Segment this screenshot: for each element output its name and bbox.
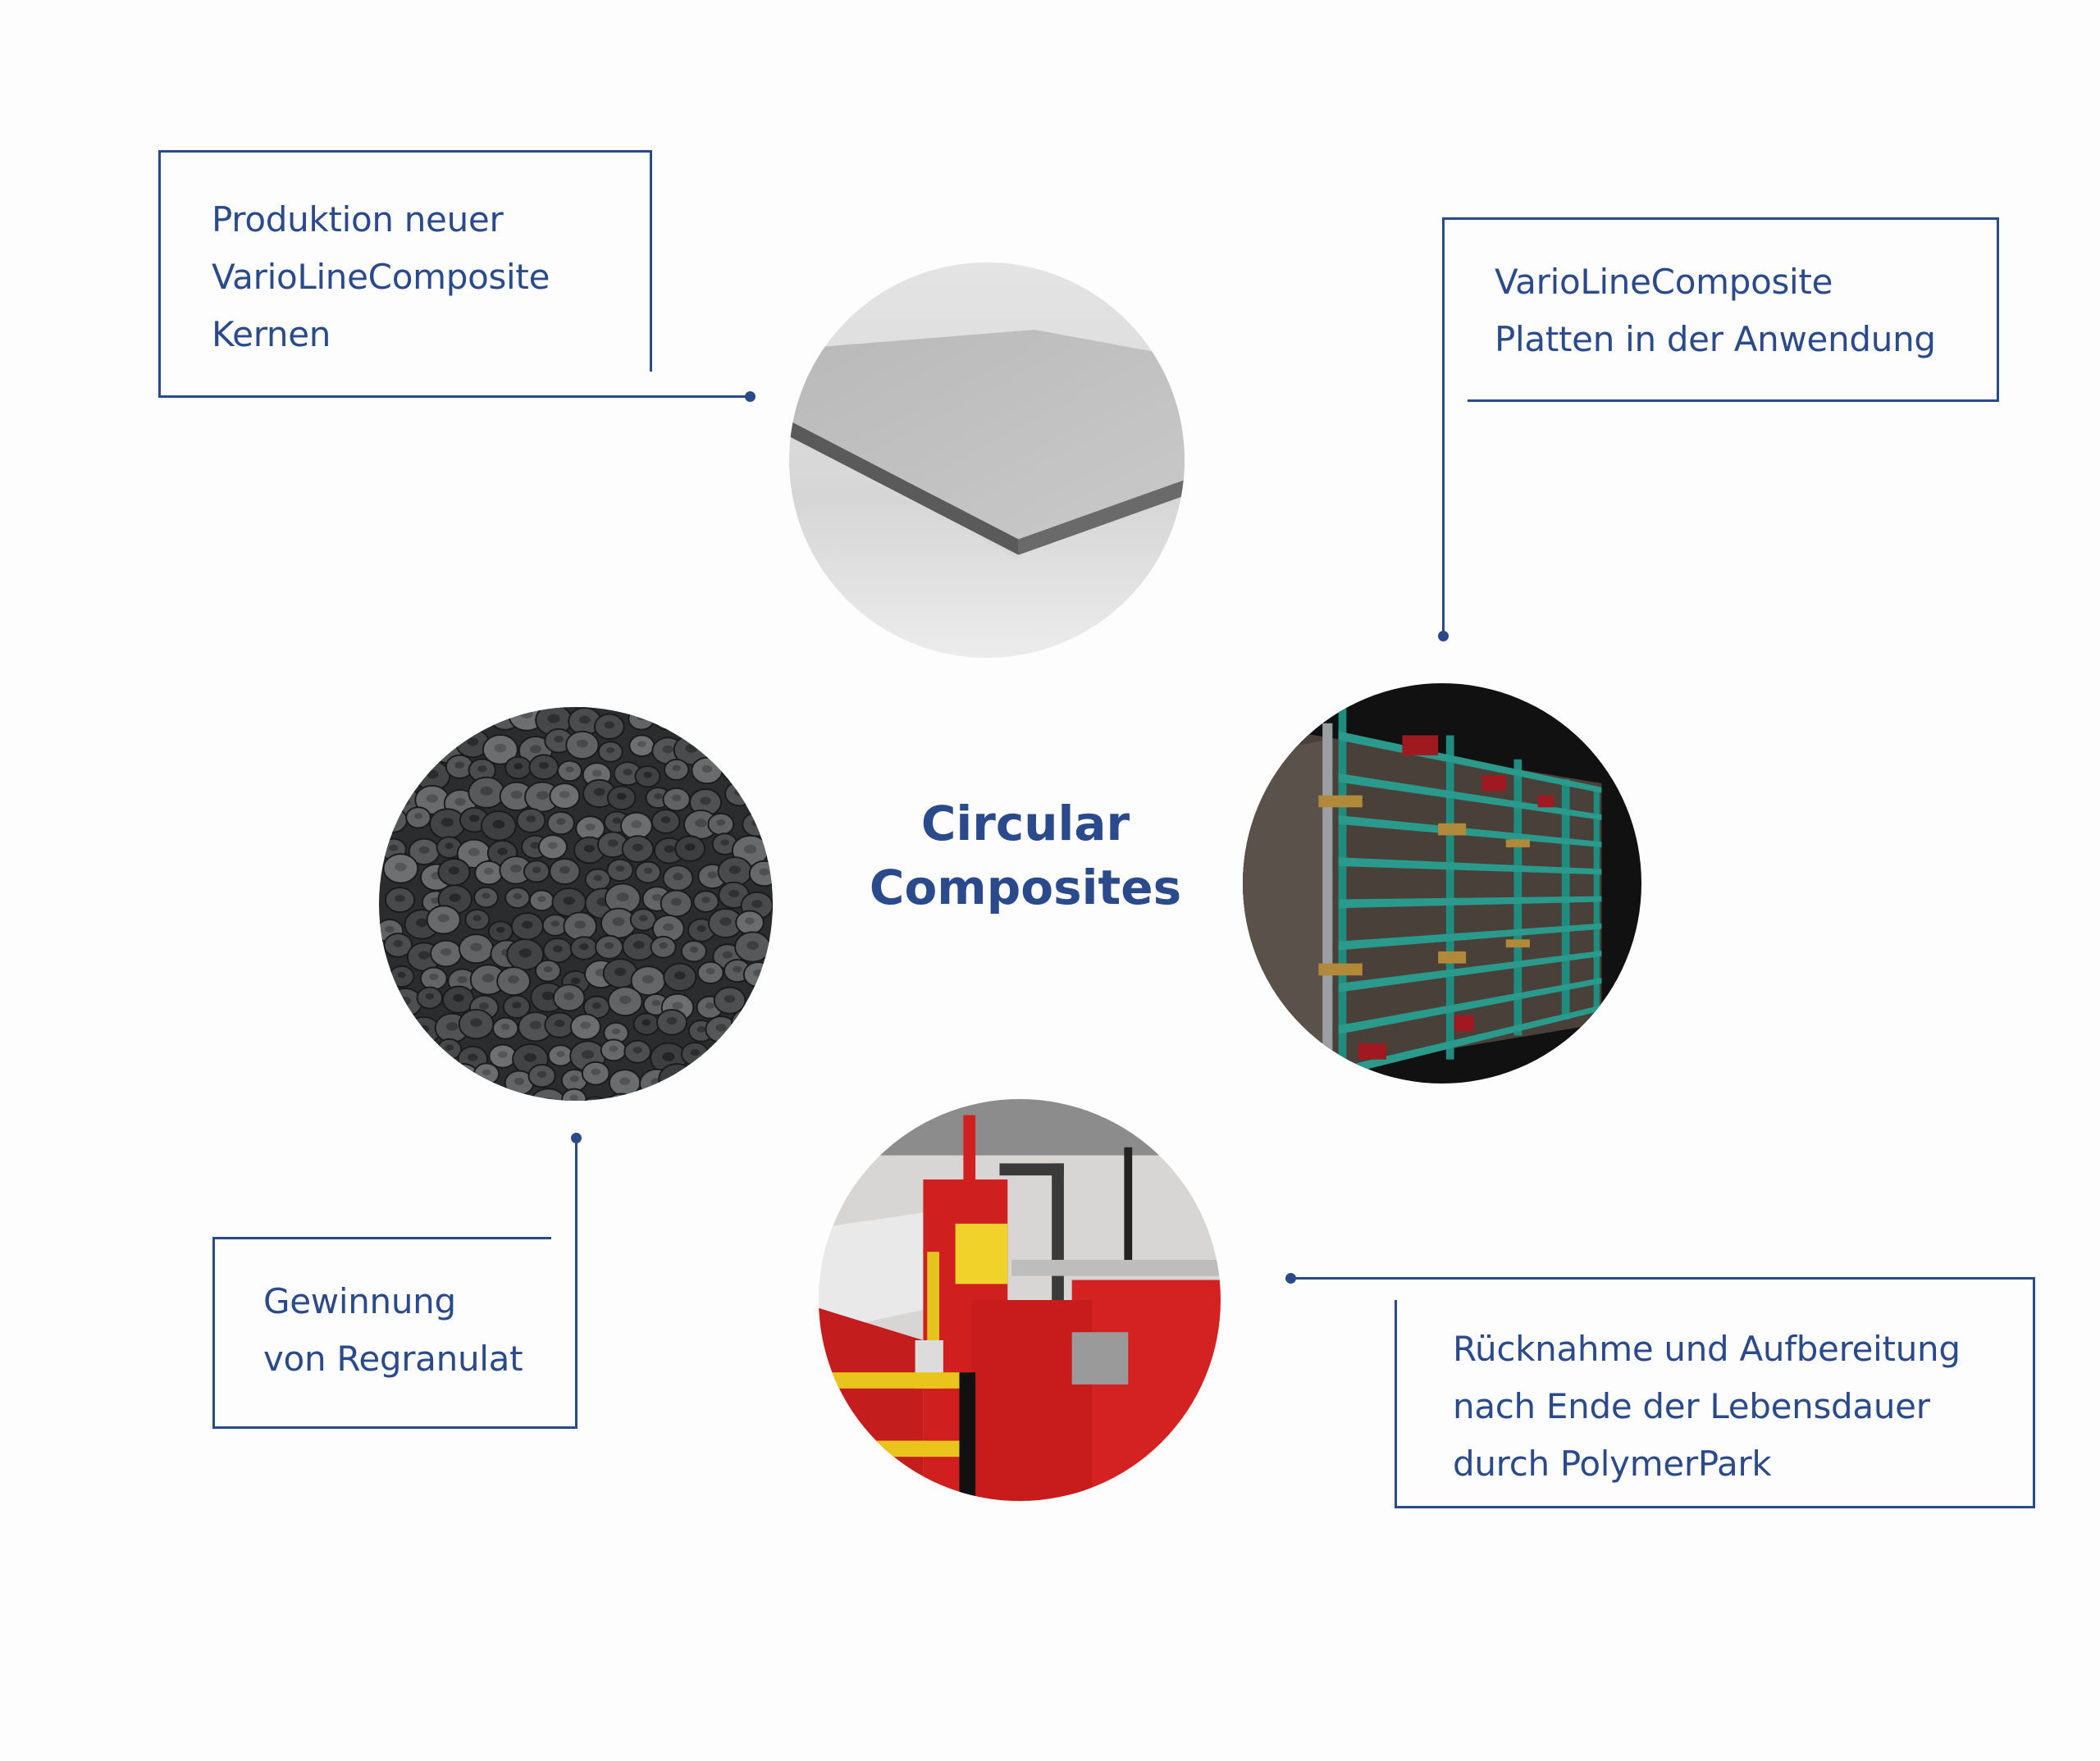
application-label-line: Platten in der Anwendung — [1495, 319, 1936, 359]
production-label: Produktion neuer VarioLineComposite Kern… — [212, 191, 550, 363]
diagram-title: Circular Composites — [820, 792, 1230, 919]
production-label-line: Kernen — [212, 314, 331, 354]
application-label-line: VarioLineComposite — [1495, 262, 1833, 302]
regranulate-label: Gewinnung von Regranulat — [263, 1273, 523, 1388]
application-connector-dot — [1438, 631, 1449, 641]
plastic-granulate-photo — [379, 707, 773, 1101]
formwork-panels-photo — [1243, 683, 1641, 1084]
production-label-line: VarioLineComposite — [212, 257, 550, 297]
title-line-2: Composites — [869, 860, 1182, 915]
takeback-label-line: durch PolymerPark — [1453, 1444, 1772, 1484]
application-label: VarioLineComposite Platten in der Anwend… — [1495, 253, 1936, 368]
takeback-label: Rücknahme und Aufbereitung nach Ende der… — [1453, 1321, 1961, 1493]
takeback-label-line: Rücknahme und Aufbereitung — [1453, 1329, 1961, 1369]
takeback-label-line: nach Ende der Lebensdauer — [1453, 1386, 1930, 1426]
production-label-line: Produktion neuer — [212, 199, 504, 240]
regranulate-label-line: von Regranulat — [263, 1339, 523, 1379]
production-connector-dot — [745, 391, 756, 402]
composite-panel-photo — [789, 262, 1185, 658]
regranulate-label-line: Gewinnung — [263, 1281, 456, 1321]
recycling-machine-photo — [819, 1099, 1221, 1501]
takeback-connector-dot — [1285, 1273, 1296, 1284]
title-line-1: Circular — [920, 796, 1130, 851]
regranulate-connector-dot — [571, 1133, 582, 1143]
